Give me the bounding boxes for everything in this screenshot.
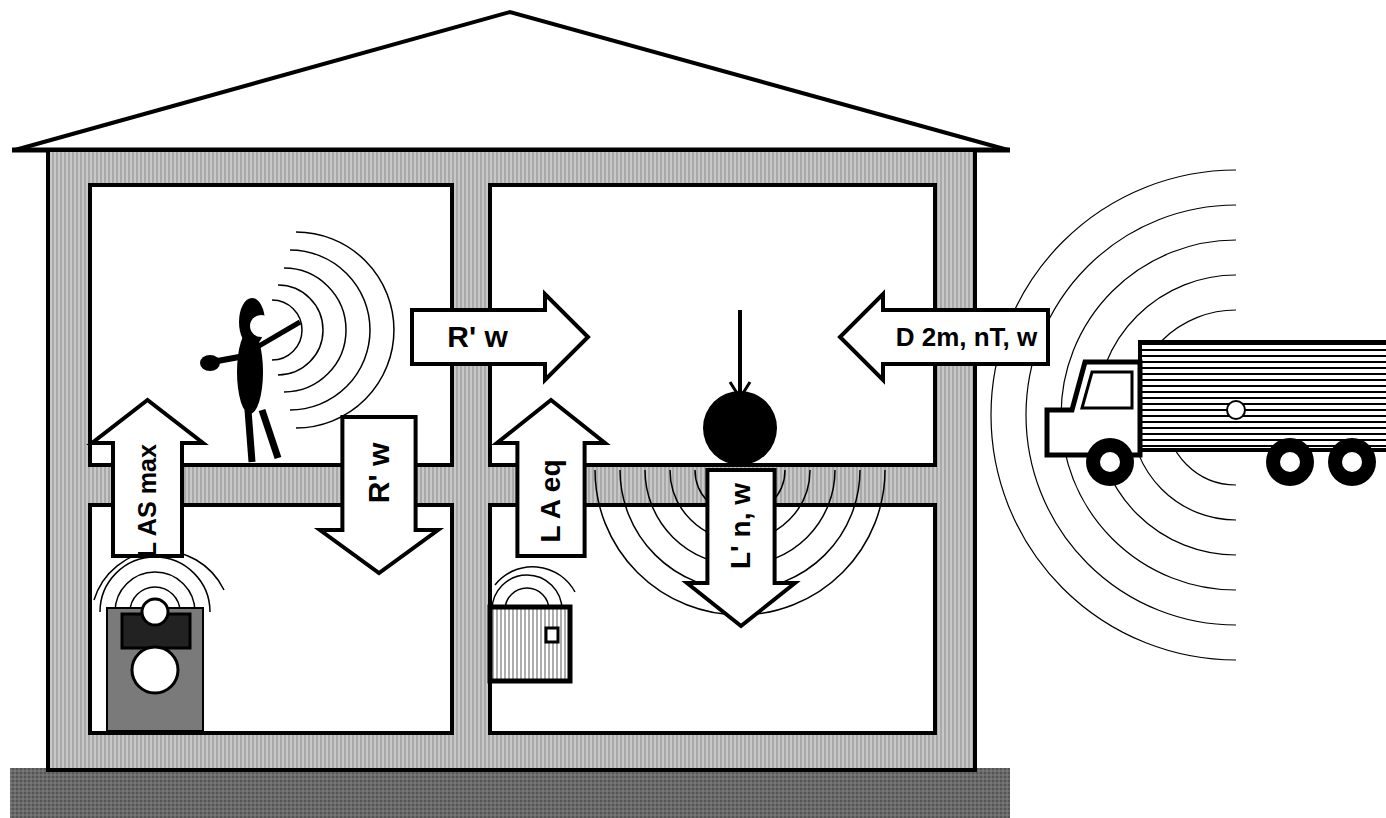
sound-quantity-arrow: L' n, w (685, 468, 797, 628)
sound-quantity-arrow: L A eq (495, 398, 607, 558)
arrow-outline (687, 470, 795, 626)
arrow-outline (497, 400, 605, 556)
sound-quantity-arrow: R' w (410, 292, 590, 382)
arrow-outline (412, 294, 588, 380)
quantity-label: L' n, w (727, 483, 755, 569)
quantity-label: R' w (364, 442, 394, 502)
sound-quantity-arrow: D 2m, nT, w (838, 292, 1050, 382)
quantity-label: D 2m, nT, w (896, 324, 1038, 350)
arrow-outline (840, 294, 1048, 380)
arrow-outline (320, 417, 438, 573)
quantity-label: L AS max (135, 444, 160, 557)
sound-quantity-arrow: R' w (318, 415, 440, 575)
sound-quantity-arrow: L AS max (90, 398, 205, 558)
quantity-label: L A eq (537, 459, 565, 542)
quantity-label: R' w (447, 322, 507, 352)
